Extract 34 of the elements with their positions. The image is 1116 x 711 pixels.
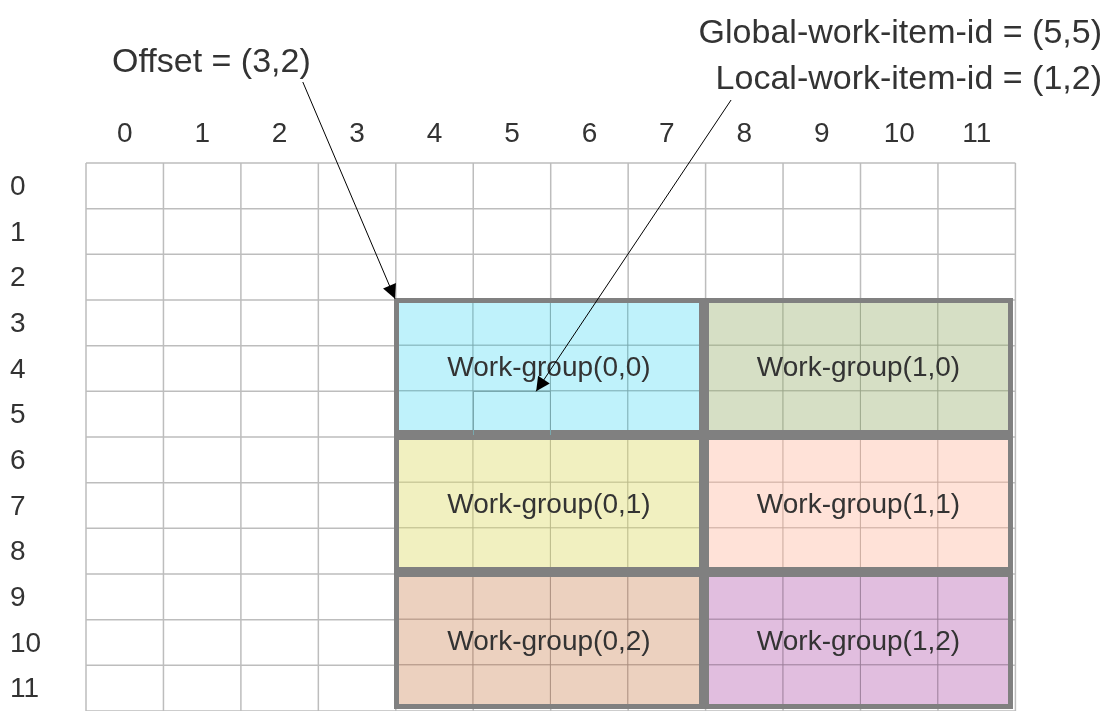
annotation-text: Global-work-item-id = (5,5)	[698, 11, 1102, 52]
column-number: 1	[194, 119, 210, 147]
column-number: 2	[271, 119, 288, 147]
work-group-label: Work-group(1,0)	[756, 350, 961, 383]
arrow	[302, 81, 396, 300]
column-number: 7	[659, 119, 675, 147]
row-number: 8	[10, 537, 26, 566]
annotation-text: Local-work-item-id = (1,2)	[715, 57, 1102, 98]
row-number: 11	[10, 674, 40, 703]
column-number: 9	[814, 119, 830, 147]
column-number: 3	[349, 119, 365, 147]
column-number: 5	[504, 119, 520, 147]
column-number: 8	[736, 119, 753, 147]
column-number: 4	[426, 119, 443, 147]
annotation-text: Offset = (3,2)	[112, 40, 311, 81]
row-number: 10	[10, 628, 42, 657]
column-number: 0	[116, 119, 133, 147]
row-number: 2	[10, 263, 26, 292]
work-group-label: Work-group(0,1)	[447, 487, 651, 520]
work-group-label: Work-group(1,1)	[756, 487, 961, 520]
column-number: 11	[962, 119, 992, 147]
row-number: 1	[10, 217, 26, 246]
row-number: 4	[10, 354, 26, 383]
row-number: 3	[10, 308, 26, 337]
column-number: 6	[581, 119, 598, 147]
row-number: 7	[10, 491, 26, 520]
row-number: 6	[10, 445, 26, 474]
row-number: 5	[10, 400, 26, 429]
row-number: 0	[10, 171, 26, 200]
arrow	[535, 99, 732, 392]
column-number: 10	[883, 119, 915, 147]
row-number: 9	[10, 582, 26, 611]
work-group-label: Work-group(1,2)	[756, 624, 961, 657]
work-group-label: Work-group(0,2)	[447, 624, 651, 657]
